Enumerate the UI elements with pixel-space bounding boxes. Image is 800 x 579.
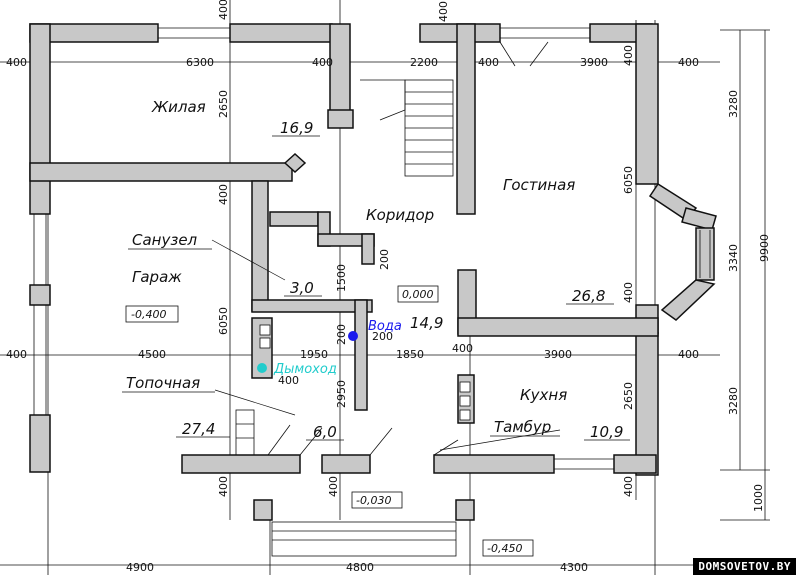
dim-mid-1950: 1950: [300, 348, 328, 361]
leader-lines: [211, 239, 561, 451]
room-label-garage: Гараж: [132, 268, 182, 286]
dim-mid-3900: 3900: [544, 348, 572, 361]
dim-top-400-d: 400: [678, 56, 699, 69]
level-garage: -0,400: [131, 308, 166, 321]
dim-mid-200: 200: [372, 330, 393, 343]
utility-chimney-label: Дымоход: [273, 362, 337, 377]
dim-v-400-lounge: 400: [622, 282, 635, 303]
dim-v-2650-kitchen: 2650: [622, 382, 635, 410]
room-label-bathroom: Санузел: [132, 231, 198, 249]
dim-v-2650-living: 2650: [217, 90, 230, 118]
chimney-block: [259, 324, 471, 421]
dim-v-1000: 1000: [752, 484, 765, 512]
chimney-point-icon: [257, 363, 267, 373]
room-label-vestibule: Тамбур: [494, 418, 551, 436]
water-point-icon: [348, 331, 358, 341]
room-label-lounge: Гостиная: [503, 176, 575, 194]
dim-v-200-b: 200: [335, 324, 348, 345]
dim-mid-4500: 4500: [138, 348, 166, 361]
dim-bottom-4900: 4900: [126, 561, 154, 574]
room-area-lounge: 26,8: [572, 287, 605, 305]
dim-mid-400-a: 400: [6, 348, 27, 361]
dim-top-2200: 2200: [410, 56, 438, 69]
dim-v-3280-bottom: 3280: [727, 387, 740, 415]
dim-v-6050-garage: 6050: [217, 307, 230, 335]
dim-v-400-right-bottom: 400: [622, 476, 635, 497]
level-box-porch: [482, 539, 534, 557]
dim-bottom-4300: 4300: [560, 561, 588, 574]
dim-v-400-right-top: 400: [622, 45, 635, 66]
doors: [267, 41, 549, 456]
room-label-boiler: Топочная: [126, 374, 200, 392]
level-box-vestibule: [351, 491, 403, 509]
dim-top-6300: 6300: [186, 56, 214, 69]
level-zero: 0,000: [402, 288, 434, 301]
dim-mid-400-b: 400: [452, 342, 473, 355]
dim-v-9900: 9900: [758, 234, 771, 262]
dim-v-400-entry: 400: [327, 476, 340, 497]
staircase: [360, 79, 454, 177]
room-area-kitchen: 10,9: [590, 423, 623, 441]
dim-v-1500: 1500: [335, 264, 348, 292]
dim-mid-400-c: 400: [678, 348, 699, 361]
room-area-living: 16,9: [280, 119, 313, 137]
dim-v-400-top-mid: 400: [437, 1, 450, 22]
dim-top-400-b: 400: [312, 56, 333, 69]
windows: [33, 27, 711, 470]
dim-v-6050-lounge: 6050: [622, 166, 635, 194]
room-area-boiler: 6,0: [313, 423, 337, 441]
dim-v-400-living: 400: [217, 184, 230, 205]
dim-mid-400-d: 400: [278, 374, 299, 387]
level-box-garage: [125, 305, 179, 323]
level-vestibule: -0,030: [356, 494, 391, 507]
dim-bottom-4800: 4800: [346, 561, 374, 574]
room-area-bathroom: 3,0: [290, 279, 314, 297]
room-area-garage: 27,4: [182, 420, 215, 438]
dim-v-3340: 3340: [727, 244, 740, 272]
level-box-zero: [397, 285, 439, 303]
watermark-badge: DOMSOVETOV.BY: [693, 558, 796, 575]
porch-steps: [235, 409, 457, 557]
room-label-kitchen: Кухня: [520, 386, 567, 404]
dim-v-400-top-left: 400: [217, 0, 230, 20]
dim-v-200-a: 200: [378, 249, 391, 270]
walls: [29, 23, 717, 521]
dim-v-2950: 2950: [335, 380, 348, 408]
room-area-corridor: 14,9: [410, 314, 443, 332]
dim-top-3900: 3900: [580, 56, 608, 69]
room-label-living: Жилая: [151, 98, 206, 116]
room-label-corridor: Коридор: [366, 206, 434, 224]
dim-v-400-garage-bottom: 400: [217, 476, 230, 497]
dim-top-400-c: 400: [478, 56, 499, 69]
dim-top-400-a: 400: [6, 56, 27, 69]
utility-water-label: Вода: [368, 319, 402, 334]
level-porch: -0,450: [487, 542, 522, 555]
dim-mid-1850: 1850: [396, 348, 424, 361]
dim-v-3280-top: 3280: [727, 90, 740, 118]
